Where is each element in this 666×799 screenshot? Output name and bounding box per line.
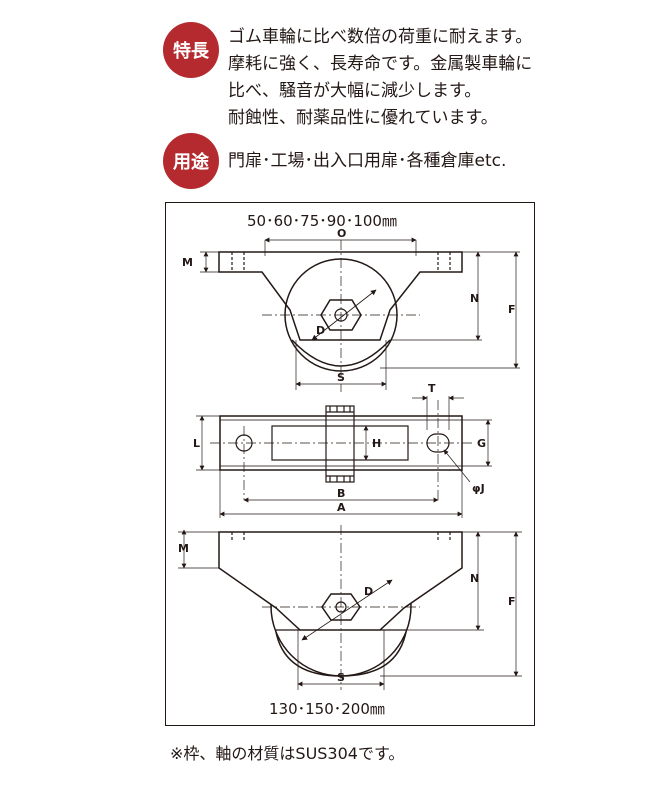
plan-view [196, 395, 492, 518]
top-bracket [218, 251, 463, 341]
material-note: ※枠、軸の材質はSUS304です。 [170, 744, 405, 763]
features-line-2: 摩耗に強く、長寿命です。金属製車輪に [228, 54, 533, 74]
dim-label-o: O [337, 227, 346, 240]
plan-shaft [325, 405, 355, 483]
features-line-1: ゴム車輪に比べ数倍の荷重に耐えます。 [228, 27, 533, 47]
dim-label-f-bottom: F [508, 595, 516, 608]
features-badge-label: 特長 [173, 41, 209, 62]
drawing-frame [165, 202, 535, 726]
usage-badge: 用途 [163, 133, 219, 189]
usage-text: 門扉･工場･出入口用扉･各種倉庫etc. [228, 151, 507, 171]
bottom-size-range: 130･150･200㎜ [269, 700, 385, 718]
bottom-bracket [218, 531, 463, 631]
top-size-range: 50･60･75･90･100㎜ [247, 212, 397, 230]
dim-label-s-top: S [337, 371, 345, 384]
dim-label-a: A [337, 501, 346, 514]
features-line-4: 耐蝕性、耐薬品性に優れています。 [228, 108, 498, 128]
bottom-view [178, 525, 522, 690]
dim-label-g: G [477, 437, 486, 450]
dim-label-f-top: F [508, 303, 516, 316]
features-line-3: 比べ、騒音が大幅に減少します。 [228, 81, 482, 101]
dim-label-d-bottom: D [364, 585, 373, 598]
dim-label-t: T [428, 382, 436, 395]
dim-label-m-top: M [182, 256, 193, 269]
top-view [200, 237, 520, 392]
dim-label-s-bottom: S [337, 671, 345, 684]
dim-label-n-bottom: N [470, 572, 479, 585]
dim-label-h: H [372, 437, 381, 450]
dim-label-d-top: D [316, 324, 325, 337]
dim-label-j: φJ [472, 482, 485, 495]
dim-label-n-top: N [470, 292, 479, 305]
features-badge: 特長 [163, 22, 219, 78]
dim-label-b: B [337, 487, 345, 500]
dim-label-l: L [193, 437, 200, 450]
dim-label-m-bottom: M [178, 542, 189, 555]
usage-badge-label: 用途 [173, 152, 209, 173]
